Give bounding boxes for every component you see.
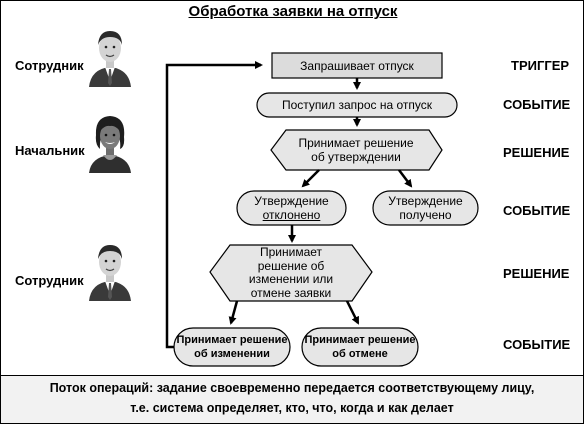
stage-decision-1: РЕШЕНИЕ <box>503 145 570 160</box>
stage-event-3: СОБЫТИЕ <box>503 337 571 352</box>
cancel-line-1: Принимает решение <box>304 334 416 346</box>
approved-label: Утверждение получено <box>373 191 478 225</box>
cancel-label: Принимает решение об отмене <box>302 328 418 366</box>
change-line-3: изменении или <box>248 272 334 286</box>
modify-line-1: Принимает решение <box>176 334 288 346</box>
approved-event-shape <box>372 190 479 226</box>
approval-decision-label: Принимает решение об утверждении <box>281 130 431 170</box>
change-decision-label: Принимает решение об изменении или отмен… <box>226 245 356 301</box>
footnote-line-2: т.е. система определяет, кто, что, когда… <box>130 401 454 415</box>
approval-decision-line-1: Принимает решение <box>298 136 414 150</box>
modify-label: Принимает решение об изменении <box>174 328 290 366</box>
footnote-line-1: Поток операций: задание своевременно пер… <box>49 381 535 395</box>
employee-avatar-icon <box>89 31 131 87</box>
manager-avatar-icon <box>89 116 131 173</box>
approval-decision-shape <box>270 129 443 171</box>
stage-event-2: СОБЫТИЕ <box>503 203 571 218</box>
approved-line-1: Утверждение <box>388 194 463 208</box>
loop-connector <box>165 61 263 349</box>
role-employee-bottom: Сотрудник <box>15 273 84 288</box>
flow-graphics <box>165 52 479 367</box>
role-manager: Начальник <box>15 143 85 158</box>
approval-decision-line-2: об утверждении <box>311 150 401 164</box>
cancel-line-2: об отмене <box>332 348 388 360</box>
rejected-line-2: отклонено <box>262 208 321 222</box>
modify-line-2: об изменении <box>194 348 270 360</box>
cancel-event-shape <box>301 327 419 367</box>
role-employee-top: Сотрудник <box>15 58 84 73</box>
rejected-line-1: Утверждение <box>254 194 329 208</box>
workflow-footnote: Поток операций: задание своевременно пер… <box>1 375 583 423</box>
stage-decision-2: РЕШЕНИЕ <box>503 266 570 281</box>
diagram-title: Обработка заявки на отпуск <box>188 3 398 20</box>
request-label: Запрашивает отпуск <box>300 58 414 73</box>
modify-event-shape <box>173 327 291 367</box>
rejected-label: Утверждение отклонено <box>237 191 346 225</box>
change-decision-shape <box>209 244 373 302</box>
trigger-box <box>271 52 443 79</box>
change-line-1: Принимает <box>259 245 323 259</box>
received-label: Поступил запрос на отпуск <box>282 98 432 112</box>
stage-trigger: ТРИГГЕР <box>511 58 570 73</box>
employee-avatar-bottom-icon <box>89 245 131 301</box>
stage-event-1: СОБЫТИЕ <box>503 97 571 112</box>
change-line-2: решение об <box>257 258 325 273</box>
approved-line-2: получено <box>399 208 452 222</box>
change-line-4: отмене заявки <box>250 285 332 300</box>
